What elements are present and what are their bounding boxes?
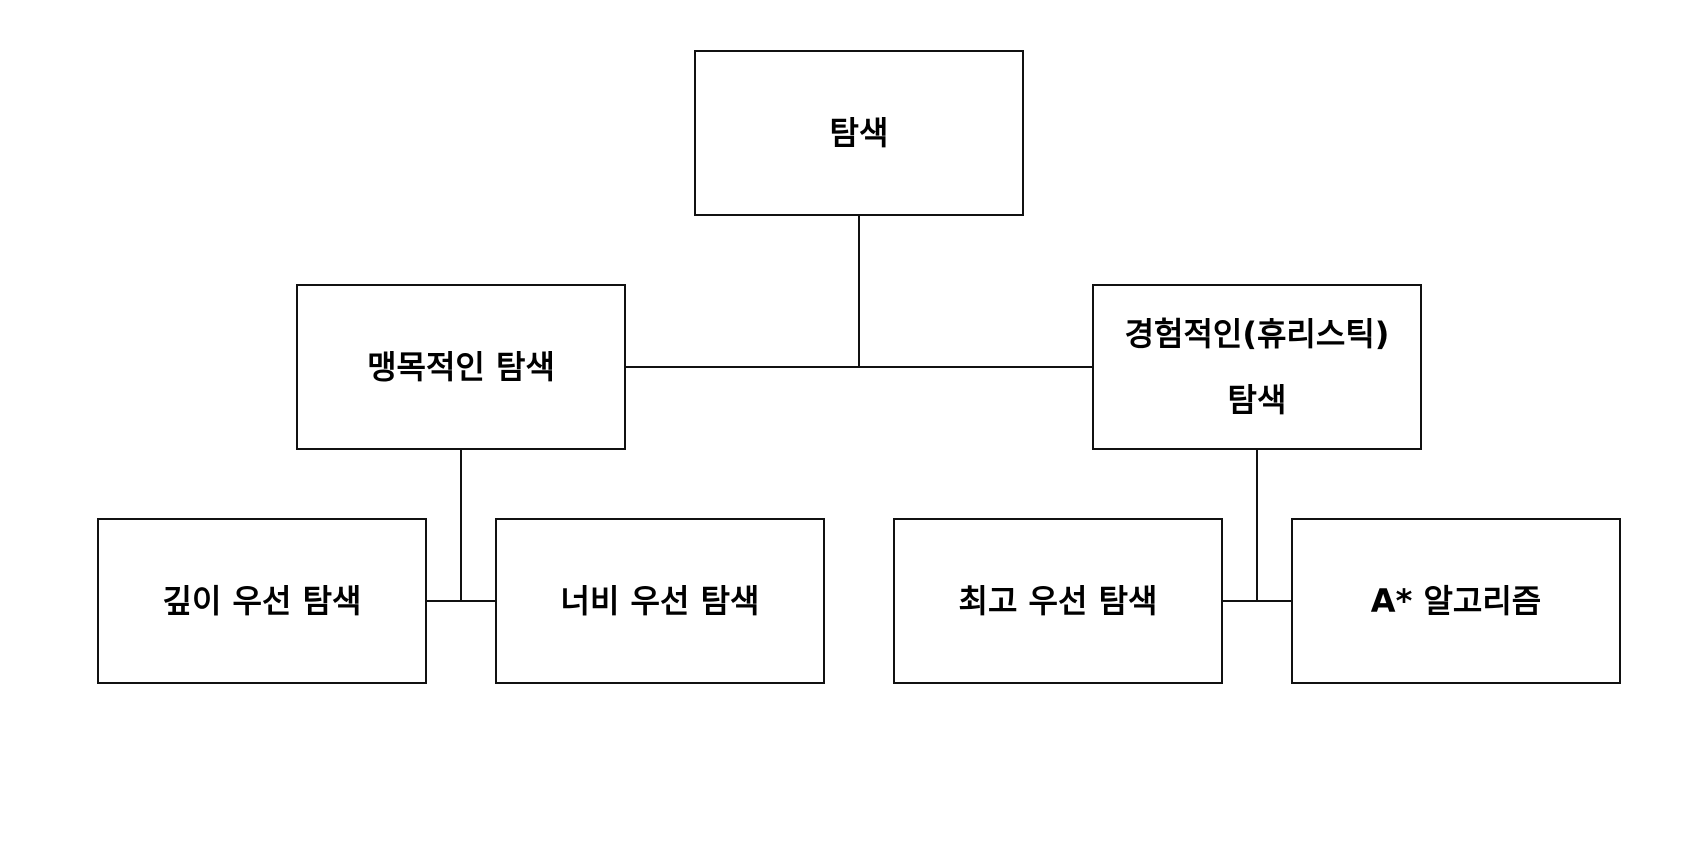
node-search: 탐색 xyxy=(694,50,1024,216)
node-depth-first-search-label: 깊이 우선 탐색 xyxy=(162,582,362,620)
node-heuristic-search: 경험적인(휴리스틱) 탐색 xyxy=(1092,284,1422,450)
node-a-star-algorithm: A* 알고리즘 xyxy=(1291,518,1621,684)
node-breadth-first-search: 너비 우선 탐색 xyxy=(495,518,825,684)
node-heuristic-search-label-line2: 탐색 xyxy=(1227,381,1287,419)
node-breadth-first-search-label: 너비 우선 탐색 xyxy=(560,582,760,620)
node-blind-search-label: 맹목적인 탐색 xyxy=(367,348,555,386)
node-best-first-search-label: 최고 우선 탐색 xyxy=(958,582,1158,620)
node-depth-first-search: 깊이 우선 탐색 xyxy=(97,518,427,684)
node-blind-search: 맹목적인 탐색 xyxy=(296,284,626,450)
node-search-label: 탐색 xyxy=(829,114,889,152)
node-heuristic-search-label: 경험적인(휴리스틱) 탐색 xyxy=(1125,301,1390,433)
node-a-star-algorithm-label: A* 알고리즘 xyxy=(1370,582,1542,620)
node-heuristic-search-label-line1: 경험적인(휴리스틱) xyxy=(1124,315,1390,353)
node-best-first-search: 최고 우선 탐색 xyxy=(893,518,1223,684)
